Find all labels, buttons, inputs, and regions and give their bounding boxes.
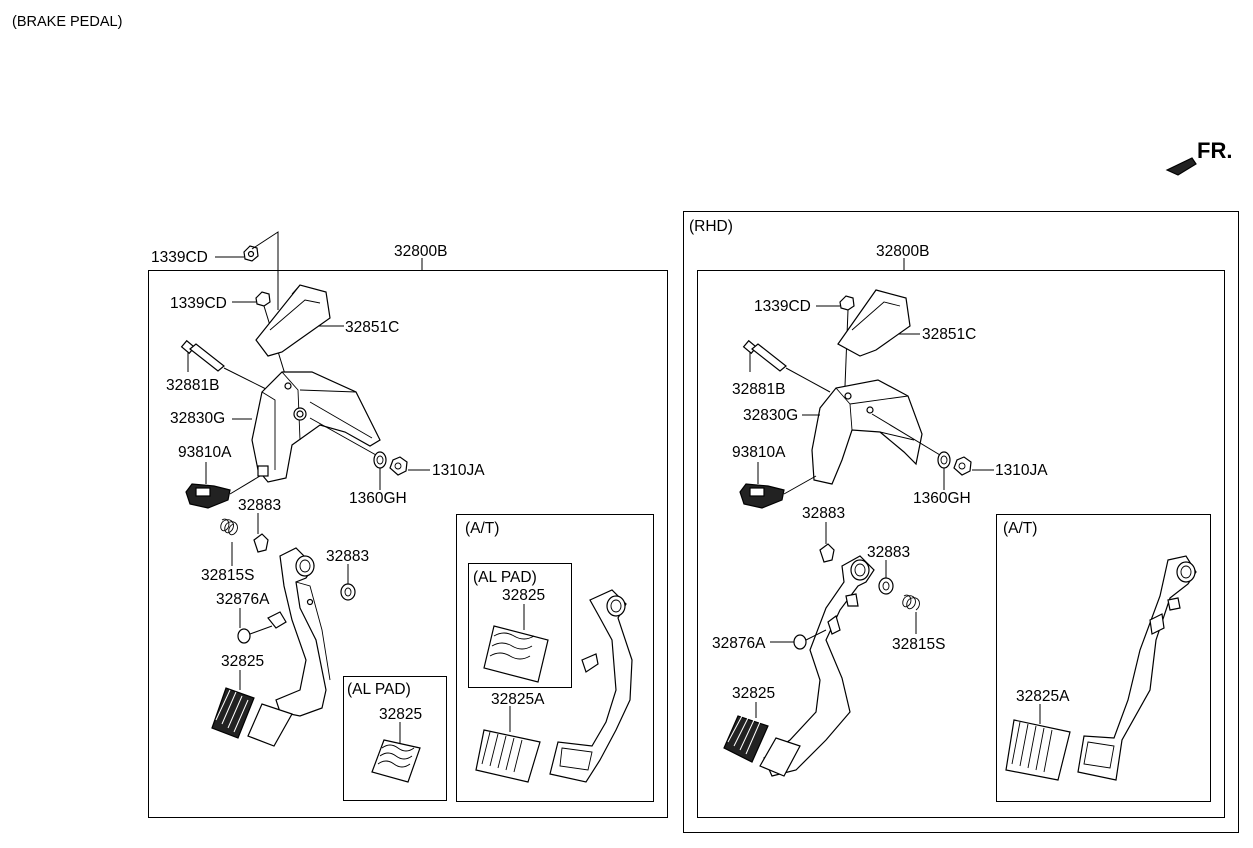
lhd-bushing-b-label: 32883	[326, 548, 370, 565]
front-direction-label: FR.	[1197, 138, 1233, 163]
rhd-switch-part	[739, 462, 817, 509]
lhd-nut-bracket-label: 1339CD	[170, 295, 227, 312]
lhd-stopper-label: 32876A	[216, 591, 270, 608]
rhd-nut-bracket-label: 1339CD	[754, 298, 811, 315]
bracket-part	[255, 284, 344, 357]
lhd-washer-label: 1360GH	[349, 490, 407, 507]
rhd-bushing-a-part	[819, 522, 835, 563]
rhd-washer-nut-part	[937, 451, 994, 490]
spring-part	[220, 518, 238, 566]
pad-part	[211, 670, 293, 747]
rhd-nut-label: 1310JA	[995, 462, 1048, 479]
rhd-at-title: (A/T)	[1003, 520, 1038, 537]
rhd-member-label: 32830G	[743, 407, 799, 424]
rhd-switch-label: 93810A	[732, 444, 786, 461]
lhd-assembly-label: 32800B	[394, 243, 448, 260]
stopper-part	[237, 608, 273, 644]
lhd-al-pad-title: (AL PAD)	[347, 681, 411, 698]
switch-part	[185, 462, 261, 509]
rhd-stopper-label: 32876A	[712, 635, 766, 652]
lhd-pad-label: 32825	[221, 653, 265, 670]
rhd-pedal-member-part	[802, 379, 941, 485]
rhd-bolt-part	[742, 339, 831, 393]
lhd-switch-label: 93810A	[178, 444, 232, 461]
rhd-bracket-part	[837, 289, 920, 357]
rhd-assembly-frame	[697, 270, 1225, 818]
lhd-al-pad-part-label: 32825	[379, 706, 423, 723]
lhd-nut-label: 1310JA	[432, 462, 485, 479]
rhd-bracket-label: 32851C	[922, 326, 977, 343]
pedal-member-part	[232, 371, 381, 483]
lhd-at-pad-part	[475, 706, 541, 783]
rhd-bushing-a-label: 32883	[802, 505, 846, 522]
lhd-bracket-label: 32851C	[345, 319, 400, 336]
lhd-at-title: (A/T)	[465, 520, 500, 537]
lhd-al-pad-part	[371, 722, 421, 783]
lhd-at-al-pad-title: (AL PAD)	[473, 569, 537, 586]
lhd-at-al-pad-part-label: 32825	[502, 587, 546, 604]
rhd-bushing-b-part	[878, 560, 894, 595]
lhd-al-pad-frame	[343, 676, 447, 801]
lhd-bolt-label: 32881B	[166, 377, 220, 394]
pedal-arm-part	[267, 547, 331, 717]
rhd-assembly-label: 32800B	[876, 243, 930, 260]
lhd-at-al-pad-part	[483, 604, 549, 683]
rhd-spring-part	[902, 594, 920, 634]
lhd-nut-top-label: 1339CD	[151, 249, 208, 266]
rhd-bolt-label: 32881B	[732, 381, 786, 398]
rhd-at-pedal-part	[1077, 555, 1197, 781]
rhd-pad-part	[723, 702, 801, 777]
lhd-at-frame	[456, 514, 654, 802]
nut-top-part	[215, 231, 279, 310]
rhd-pad-label: 32825	[732, 685, 776, 702]
bolt-part	[180, 339, 269, 391]
rhd-bushing-b-label: 32883	[867, 544, 911, 561]
bushing-a-part	[253, 513, 269, 553]
rhd-at-pad-label: 32825A	[1016, 688, 1070, 705]
lhd-at-al-pad-frame	[468, 563, 572, 688]
rhd-pedal-arm-part	[763, 555, 875, 777]
lhd-member-label: 32830G	[170, 410, 226, 427]
rhd-outer-frame	[683, 211, 1239, 833]
lhd-at-pedal-part	[549, 589, 633, 783]
bushing-b-part	[340, 564, 356, 601]
rhd-at-frame	[996, 514, 1211, 802]
lhd-assembly-frame	[148, 270, 668, 818]
lhd-spring-label: 32815S	[201, 567, 255, 584]
rhd-stopper-part	[770, 629, 827, 650]
rhd-washer-label: 1360GH	[913, 490, 971, 507]
rhd-at-pad-part	[1005, 704, 1071, 781]
page-title: (BRAKE PEDAL)	[12, 14, 123, 30]
rhd-title: (RHD)	[689, 218, 733, 235]
front-arrow-icon	[1165, 157, 1197, 176]
lhd-at-pad-label: 32825A	[491, 691, 545, 708]
rhd-spring-label: 32815S	[892, 636, 946, 653]
lhd-bushing-a-label: 32883	[238, 497, 282, 514]
washer-nut-part	[373, 451, 430, 490]
